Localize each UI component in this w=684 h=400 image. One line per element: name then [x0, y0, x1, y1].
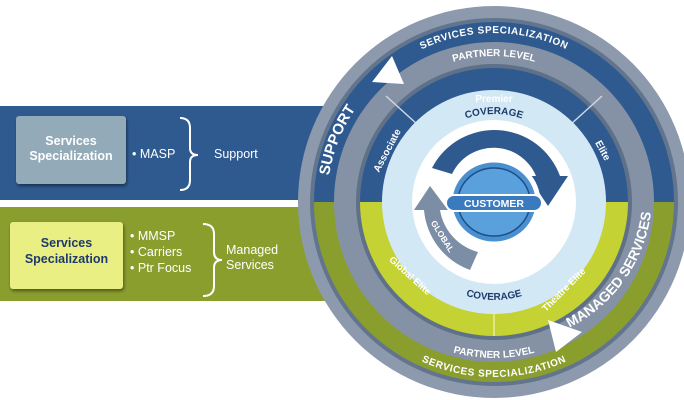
support-brace	[179, 117, 199, 191]
customer-label: CUSTOMER	[464, 198, 524, 210]
managed-brace	[202, 223, 223, 297]
divider-associate-premier	[385, 95, 419, 126]
managed-arrow-head	[548, 320, 582, 352]
regional-arrow	[432, 130, 568, 206]
managed-card-line2: Specialization	[24, 252, 109, 266]
bullet-mmsp: • MMSP	[130, 229, 176, 243]
coverage-bottom-label: COVERAGE	[465, 288, 523, 303]
global-arrow	[414, 186, 478, 270]
partner-top-label: PARTNER LEVEL	[451, 48, 537, 65]
managed-services-card: Services Specialization	[10, 222, 123, 289]
bullet-ptr-focus: • Ptr Focus	[130, 261, 192, 275]
managed-group-label-line1: Managed	[226, 243, 279, 257]
level-premier: Premier	[475, 94, 512, 105]
partner-bottom-label: PARTNER LEVEL	[452, 345, 535, 361]
support-card-line2: Specialization	[29, 149, 113, 163]
bullet-carriers: • Carriers	[130, 245, 183, 259]
support-services-card: Services Specialization	[16, 116, 126, 184]
coverage-top-label: COVERAGE	[464, 106, 525, 122]
support-group-label: Support	[214, 147, 258, 161]
customer-label-bar	[445, 194, 543, 212]
support-card-line1: Services	[45, 134, 97, 148]
divider-premier-elite	[569, 95, 603, 126]
managed-group-label-line2: Services	[226, 258, 274, 272]
managed-card-line1: Services	[40, 236, 93, 250]
support-arrow-head	[372, 56, 404, 84]
bullet-masp: • MASP	[132, 147, 176, 161]
